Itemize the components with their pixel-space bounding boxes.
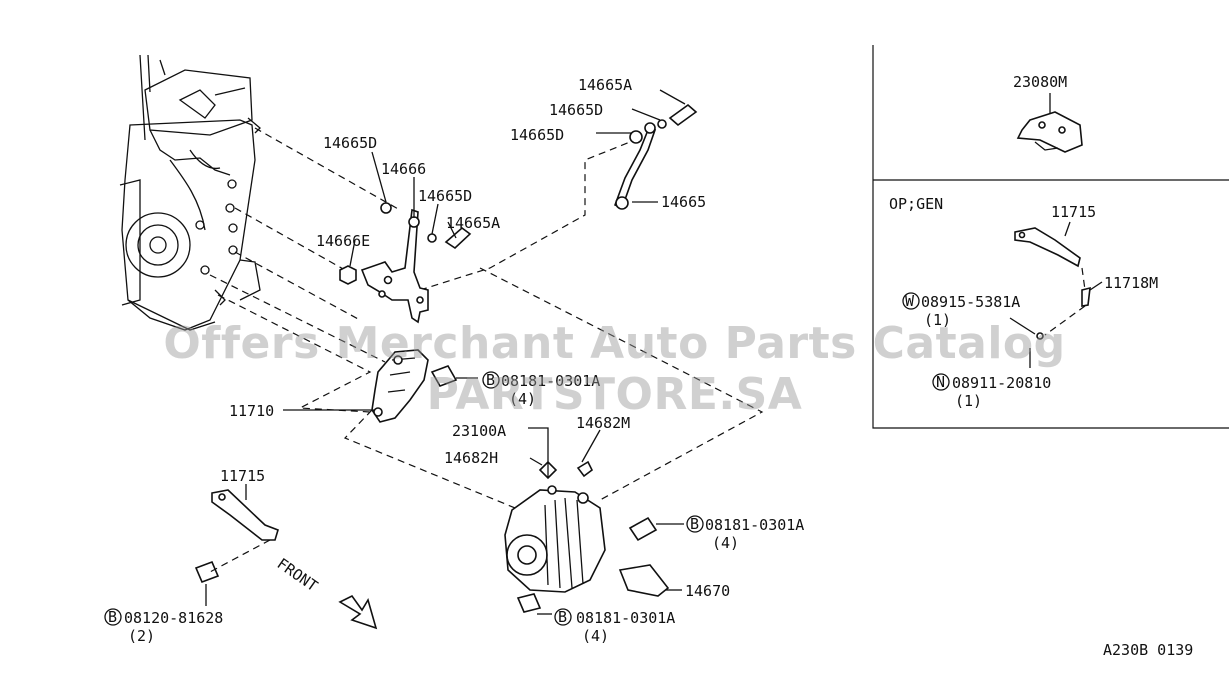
adjusting-bar-assembly [339,208,429,324]
label-14682H: 14682H [444,449,498,467]
washer-part [1036,332,1044,340]
label-14665: 14665 [661,193,706,211]
callouts: 14665A 14665D 14665D 14665 14665D 14666 … [220,76,730,600]
nut-14666 [408,216,420,228]
label-14666: 14666 [381,160,426,178]
washer-14665D-right [427,233,437,243]
washer-w1-qty: (1) [924,311,951,329]
label-23100A: 23100A [452,422,506,440]
label-11715-inset: 11715 [1051,203,1096,221]
washer-14665D-left [380,202,392,214]
bolt-b2-qty: (4) [712,534,739,552]
leader-lines [205,89,686,615]
tube-14665 [613,103,698,210]
nut-n1-qty: (1) [955,392,982,410]
option-label: OP;GEN [889,195,943,213]
label-11715-left: 11715 [220,467,265,485]
washer-w1-prefix: W [905,292,915,310]
label-11710: 11710 [229,402,274,420]
bolt-b2-number: 08181-0301A [705,516,804,534]
bolt-b3-prefix: B [558,608,567,626]
nut-n1-prefix: N [936,373,945,391]
bolt-b1: B 08181-0301A (4) [482,371,600,408]
front-label: FRONT [274,555,321,596]
bolt-b3-number: 08181-0301A [576,609,675,627]
bolt-b2-prefix: B [690,515,699,533]
label-14665D-mid: 14665D [510,126,564,144]
bracket-11710 [371,349,458,423]
nut-n1-number: 08911-20810 [952,374,1051,392]
bolt-b4-prefix: B [108,608,117,626]
label-14666E: 14666E [316,232,370,250]
bolt-b4-qty: (2) [128,627,155,645]
nut-n1: N 08911-20810 (1) [932,373,1051,410]
part-23080M [1016,111,1083,153]
bolt-b3: B 08181-0301A (4) [554,608,675,645]
diagram-code: A230B 0139 [1103,641,1193,659]
label-14665D-left: 14665D [323,134,377,152]
washer-w1: W 08915-5381A (1) [902,292,1020,329]
label-23080M: 23080M [1013,73,1067,91]
label-14665A-top: 14665A [578,76,632,94]
bolt-14665A-mid [444,226,472,250]
washer-w1-number: 08915-5381A [921,293,1020,311]
inset-panel: 23080M OP;GEN 11715 11718M W 08915-5381A… [872,45,1229,429]
part-11715-inset [1014,227,1081,268]
bolt-b4-number: 08120-81628 [124,609,223,627]
alternator [504,460,670,613]
bolt-b1-prefix: B [486,371,495,389]
adjust-bar-14670 [618,564,670,597]
bolt-b1-number: 08181-0301A [501,372,600,390]
bracket-11715-left [194,489,279,584]
engine-block [119,54,261,331]
front-arrow: FRONT [274,555,378,630]
bolt-b3-qty: (4) [582,627,609,645]
label-14682M: 14682M [576,414,630,432]
bolt-b4: B 08120-81628 (2) [104,608,223,645]
bolt-b2: B 08181-0301A (4) [686,515,804,552]
label-14665D-right: 14665D [418,187,472,205]
label-14665D-top: 14665D [549,101,603,119]
part-11718M [1081,286,1091,307]
label-11718M: 11718M [1104,274,1158,292]
label-14670: 14670 [685,582,730,600]
label-14665A-mid: 14665A [446,214,500,232]
bolt-b1-qty: (4) [509,390,536,408]
